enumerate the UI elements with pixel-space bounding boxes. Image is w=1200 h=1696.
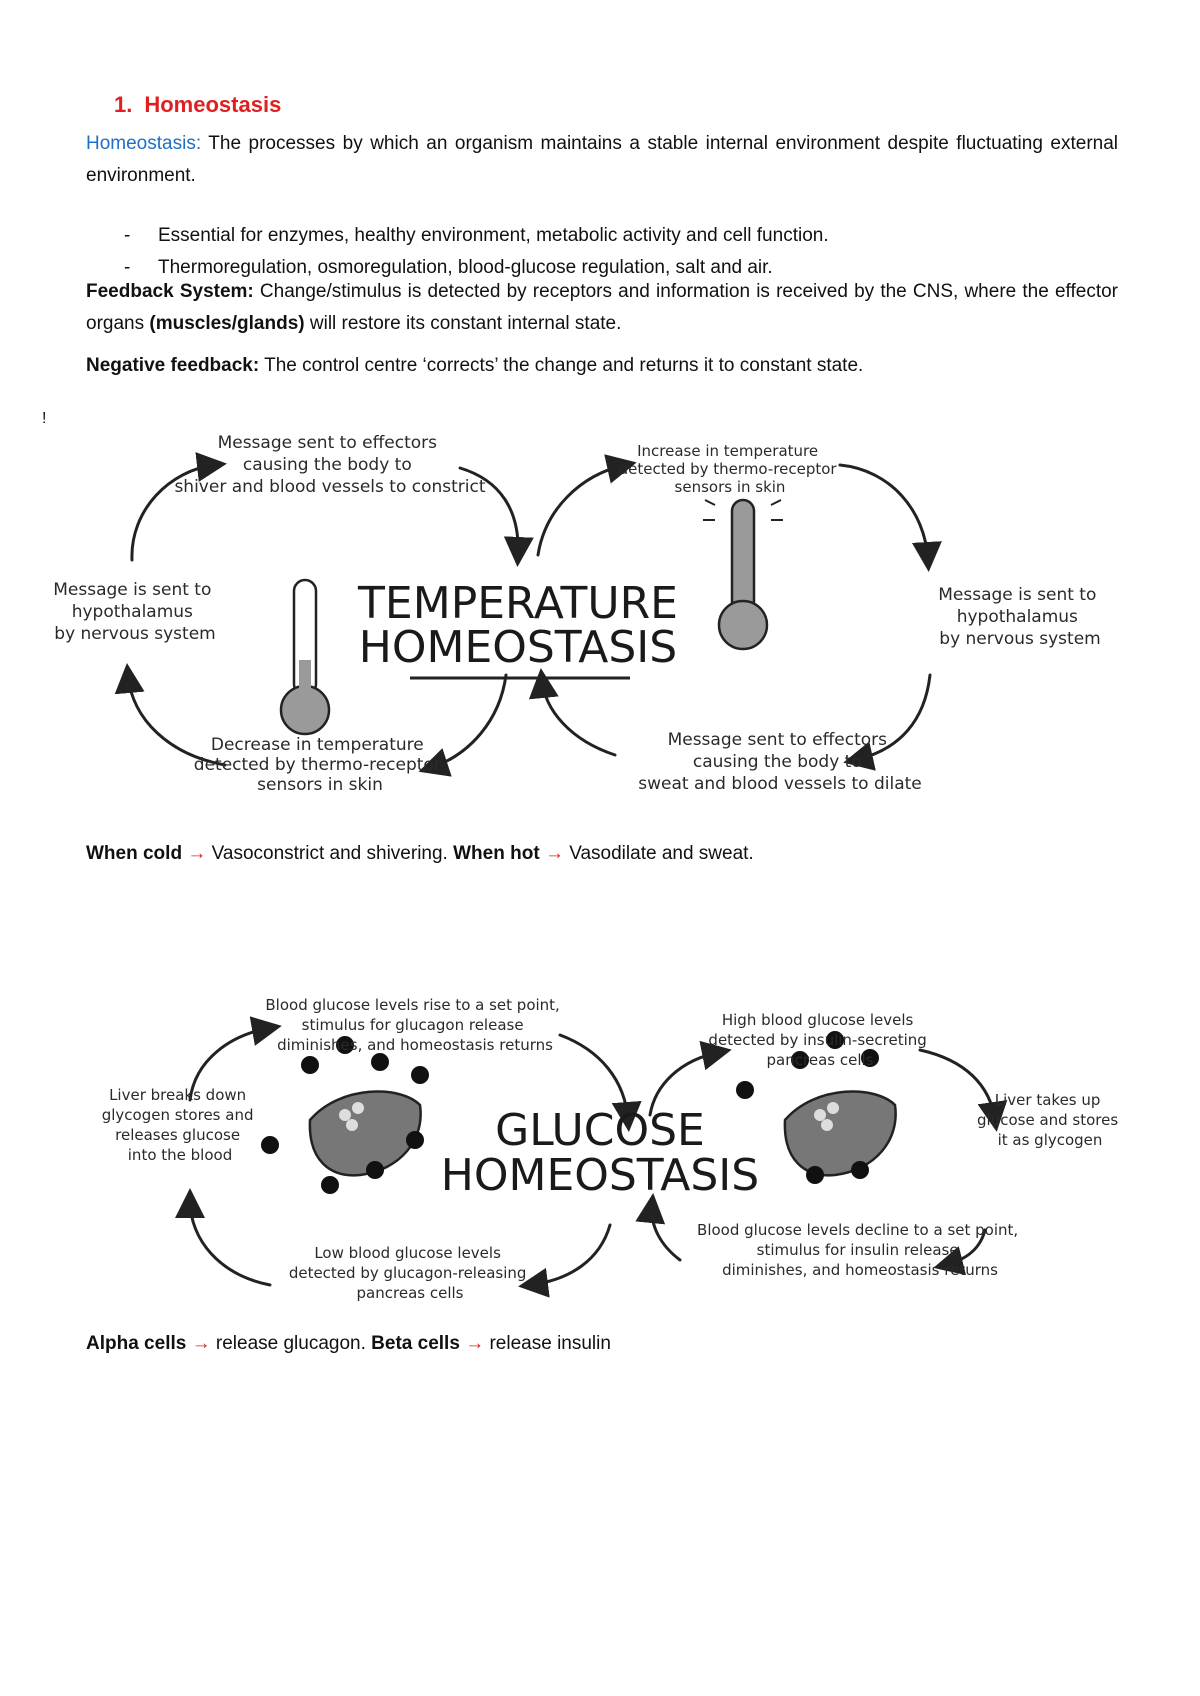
thermometer-cold-icon <box>279 578 331 736</box>
thermometer-hot-icon <box>703 498 783 651</box>
cycle-arrow <box>130 452 227 562</box>
list-item: -Thermoregulation, osmoregulation, blood… <box>124 252 829 284</box>
list-item: -Essential for enzymes, healthy environm… <box>124 220 829 252</box>
hot-label: When hot <box>453 843 540 864</box>
cold-text: Vasoconstrict and shivering. <box>211 843 448 864</box>
glucose-homeostasis-diagram: GLUCOSE HOMEOSTASIS Blood glucose levels… <box>102 996 1123 1302</box>
label-bottom-right: Message sent to effectors causing the bo… <box>638 730 922 794</box>
cycle-arrow <box>648 1040 732 1117</box>
liver-icon <box>308 1090 422 1177</box>
right-arrow-icon: → <box>465 1333 485 1354</box>
diagram-title-line1: TEMPERATURE <box>357 578 678 629</box>
feedback-paragraph: Feedback System: Change/stimulus is dete… <box>86 276 1118 340</box>
right-arrow-icon: → <box>544 843 564 864</box>
feedback-text-b: will restore its constant internal state… <box>304 313 622 334</box>
label-left: Liver breaks down glycogen stores and re… <box>102 1086 259 1164</box>
cold-label: When cold <box>86 843 183 864</box>
section-title: Homeostasis <box>144 92 282 117</box>
bullet-text: Thermoregulation, osmoregulation, blood-… <box>158 257 773 278</box>
hot-text: Vasodilate and sweat. <box>569 843 754 864</box>
bullet-text: Essential for enzymes, healthy environme… <box>158 225 829 246</box>
diagram-title-line2: HOMEOSTASIS <box>441 1150 759 1201</box>
diagram-title-line1: GLUCOSE <box>495 1105 705 1156</box>
cycle-arrow <box>458 466 534 567</box>
negative-feedback-paragraph: Negative feedback: The control centre ‘c… <box>86 350 1118 382</box>
definition-paragraph: Homeostasis: The processes by which an o… <box>86 128 1118 192</box>
label-bottom-left: Low blood glucose levels detected by glu… <box>289 1244 531 1302</box>
section-number: 1. <box>114 92 133 117</box>
cycle-arrow <box>536 454 637 557</box>
beta-text: release insulin <box>489 1333 611 1354</box>
glucose-molecules-icon <box>261 1036 429 1194</box>
temperature-homeostasis-diagram: TEMPERATURE HOMEOSTASIS Message sent to … <box>53 433 1102 795</box>
cycle-arrow <box>188 1016 282 1102</box>
bullet-list: -Essential for enzymes, healthy environm… <box>124 220 829 284</box>
label-top-right: High blood glucose levels detected by in… <box>708 1011 931 1069</box>
negative-text: The control centre ‘corrects’ the change… <box>264 355 864 376</box>
alpha-label: Alpha cells <box>86 1333 187 1354</box>
label-bottom-right: Blood glucose levels decline to a set po… <box>697 1221 1023 1279</box>
feedback-term: Feedback System: <box>86 281 254 302</box>
cycle-arrow <box>918 1048 1008 1132</box>
feedback-emphasis: (muscles/glands) <box>149 313 305 334</box>
cycle-arrow <box>933 1228 987 1276</box>
temperature-summary: When cold → Vasoconstrict and shivering.… <box>86 838 1118 870</box>
label-bottom-left: Decrease in temperature detected by ther… <box>194 735 446 795</box>
cycle-arrow <box>528 668 617 757</box>
cycle-arrow <box>843 673 932 771</box>
cycle-arrow <box>635 1193 682 1262</box>
glucose-molecules-icon <box>736 1031 879 1184</box>
label-right: Message is sent to hypothalamus by nervo… <box>938 585 1102 649</box>
cycle-arrow <box>518 1223 612 1298</box>
right-arrow-icon: → <box>187 843 207 864</box>
glucose-summary: Alpha cells → release glucagon. Beta cel… <box>86 1328 1118 1360</box>
cycle-arrow <box>175 1188 272 1287</box>
definition-term: Homeostasis: <box>86 133 202 154</box>
stray-mark: ! <box>42 410 47 427</box>
cycle-arrow <box>418 673 508 777</box>
alpha-text: release glucagon. <box>215 1333 366 1354</box>
label-top-left: Blood glucose levels rise to a set point… <box>265 996 564 1054</box>
label-top-left: Message sent to effectors causing the bo… <box>174 433 485 497</box>
section-heading: 1. Homeostasis <box>114 92 281 118</box>
cycle-arrow <box>558 1033 642 1132</box>
cycle-arrow <box>838 463 942 572</box>
label-right: Liver takes up glucose and stores it as … <box>977 1091 1123 1149</box>
label-left: Message is sent to hypothalamus by nervo… <box>53 580 217 644</box>
right-arrow-icon: → <box>191 1333 211 1354</box>
cycle-arrow <box>114 663 227 767</box>
liver-icon <box>783 1090 897 1177</box>
negative-term: Negative feedback: <box>86 355 260 376</box>
label-top-right: Increase in temperature detected by ther… <box>619 442 842 496</box>
feedback-text-a: Change/stimulus is detected by receptors… <box>86 281 1118 334</box>
beta-label: Beta cells <box>371 1333 460 1354</box>
definition-text: The processes by which an organism maint… <box>86 133 1119 186</box>
diagram-title-line2: HOMEOSTASIS <box>359 622 677 673</box>
